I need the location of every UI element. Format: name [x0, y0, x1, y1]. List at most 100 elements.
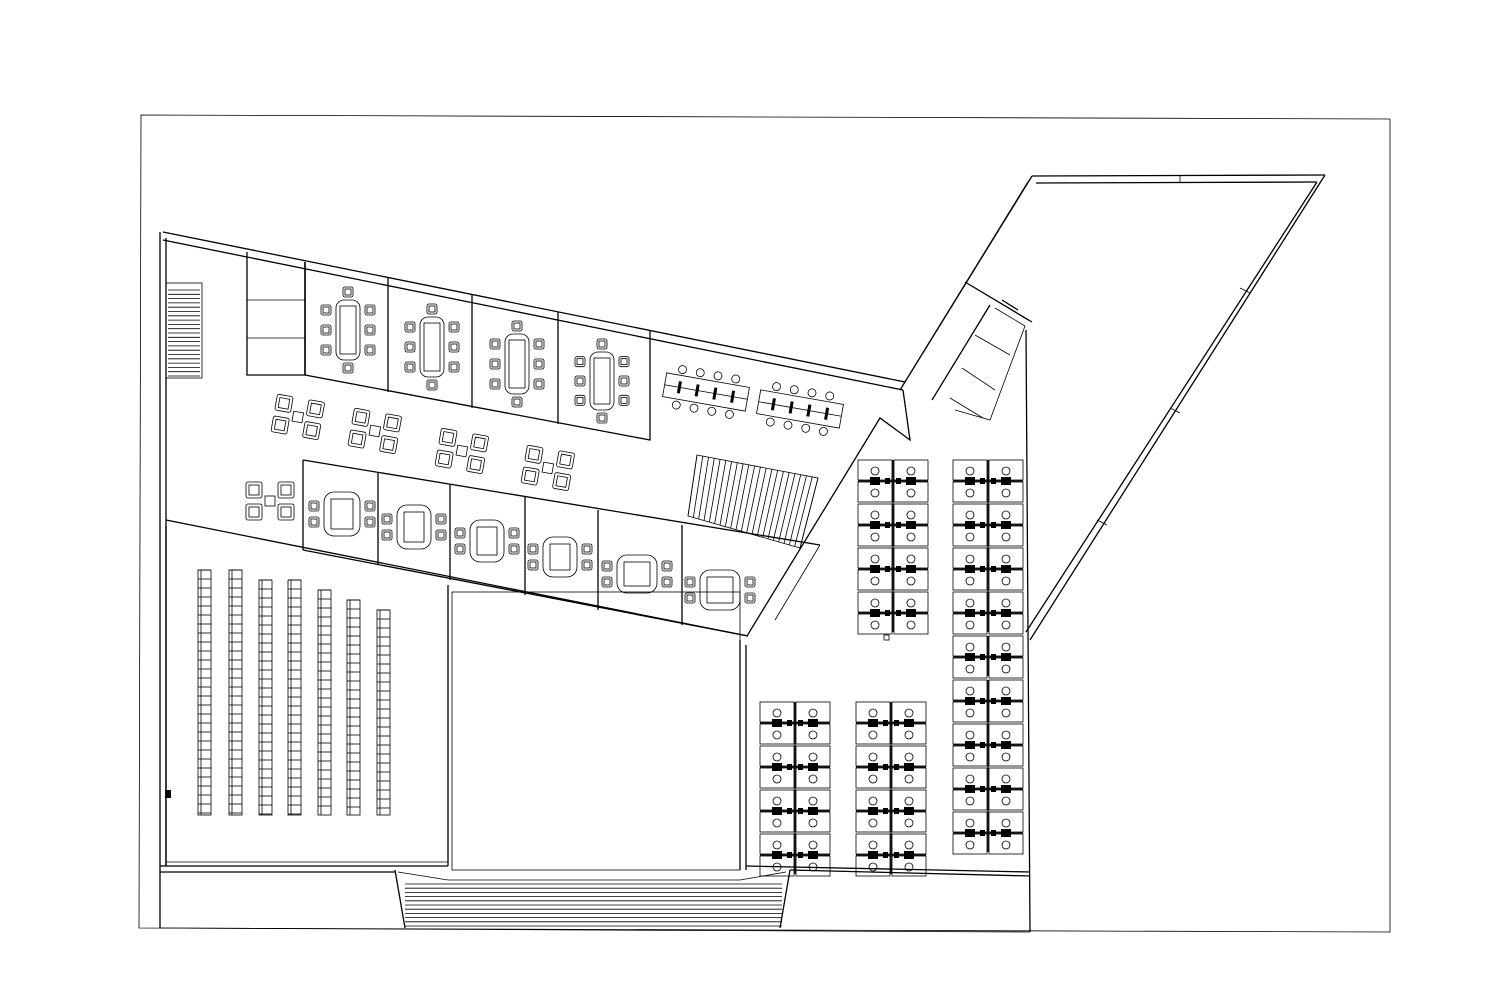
desk-chair [801, 423, 811, 433]
main-stair [687, 454, 819, 549]
office-chair [965, 752, 975, 762]
chair [581, 559, 593, 571]
office-chair [965, 796, 975, 806]
office-chair [965, 532, 975, 542]
chair-seat [450, 323, 458, 331]
armchair-seat [437, 452, 451, 466]
office-chair [1001, 664, 1011, 674]
chair [511, 396, 523, 408]
office-chair [1001, 488, 1011, 498]
chair [320, 304, 332, 316]
column-marker [883, 634, 890, 641]
chair [454, 543, 466, 555]
chair-seat [510, 529, 518, 537]
chair [489, 358, 501, 370]
office-chair [1001, 466, 1011, 476]
chair [684, 576, 696, 588]
office-chair [1001, 686, 1011, 696]
office-chair [1001, 774, 1011, 784]
atrium [451, 591, 741, 871]
armchair [552, 472, 572, 491]
monitor [788, 401, 794, 414]
office-chair [808, 774, 818, 784]
office-chair [904, 840, 914, 850]
side-table [264, 495, 276, 507]
chair [404, 341, 416, 353]
armchair [277, 481, 295, 499]
chair [684, 592, 696, 604]
office-chair [868, 796, 878, 806]
chair-seat [603, 578, 611, 586]
office-chair [906, 532, 916, 542]
stair-tread [719, 461, 732, 526]
office-chair [904, 774, 914, 784]
office-chair [1001, 730, 1011, 740]
desk-pedestal [868, 719, 878, 727]
meeting-rooms-lower [165, 459, 821, 637]
office-chair [904, 796, 914, 806]
chair-seat [535, 360, 543, 368]
office-chair [868, 730, 878, 740]
chair [744, 576, 756, 588]
office-chair [1001, 510, 1011, 520]
desk-pedestal [965, 653, 975, 661]
desk-pedestal [965, 785, 975, 793]
desk-chair [678, 365, 687, 374]
chair-seat [686, 578, 694, 586]
chair-seat [428, 305, 436, 313]
chair-seat [576, 396, 584, 404]
chair [574, 356, 586, 368]
stair-tread [692, 456, 704, 518]
table-top [476, 526, 498, 556]
chair [342, 286, 354, 298]
chair-seat [366, 346, 374, 354]
desk-pedestal [906, 477, 916, 485]
armchair-seat [350, 432, 364, 446]
chair-seat [491, 340, 499, 348]
lounge-group [245, 481, 295, 521]
armchair [524, 445, 544, 464]
desk-pedestal [1001, 785, 1011, 793]
office-chair [965, 686, 975, 696]
chair [448, 341, 460, 353]
chair [533, 378, 545, 390]
seat-row [228, 569, 243, 816]
desk-pedestal [965, 829, 975, 837]
meeting-table [396, 504, 432, 550]
chair [574, 394, 586, 406]
chair-seat [583, 545, 591, 553]
office-chair [870, 466, 880, 476]
open-office-desks [759, 459, 1024, 877]
armchair-seat [248, 506, 260, 518]
armchair [466, 455, 486, 474]
monitor [806, 404, 812, 417]
desk-pedestal [965, 741, 975, 749]
armchair-seat [354, 411, 368, 424]
chair [308, 500, 320, 512]
desk-pedestal [904, 807, 914, 815]
office-chair [965, 664, 975, 674]
table-top [508, 339, 526, 389]
wall-wing-north [1031, 174, 1326, 184]
armchair [270, 415, 290, 435]
bench-desk [662, 365, 750, 419]
stair-tread [698, 457, 709, 520]
armchair-seat [441, 431, 455, 444]
desk-pedestal [772, 851, 782, 859]
desk-chair [783, 420, 793, 430]
chair [448, 361, 460, 373]
armchair [274, 394, 294, 413]
stair-tread [714, 460, 727, 524]
office-chair [772, 796, 782, 806]
desk-pedestal [1001, 697, 1011, 705]
office-chair [1001, 840, 1011, 850]
chair-seat [344, 288, 352, 296]
chair-seat [513, 398, 521, 406]
chair [489, 338, 501, 350]
chair [533, 338, 545, 350]
seat-row [317, 589, 332, 816]
office-chair [808, 708, 818, 718]
office-chair [1001, 818, 1011, 828]
meeting-rooms-upper [304, 262, 651, 441]
